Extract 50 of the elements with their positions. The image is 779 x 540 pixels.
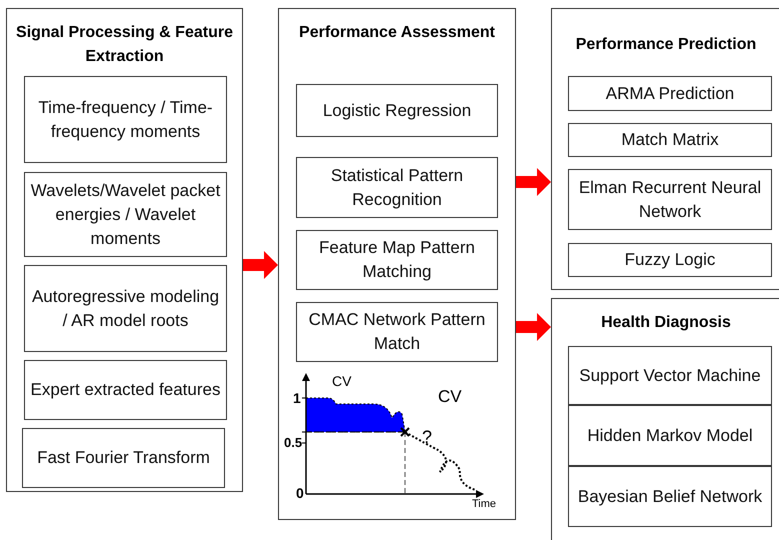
method-label: Support Vector Machine xyxy=(579,364,761,386)
panel-title: Performance Prediction xyxy=(574,35,758,55)
panel-title: Signal Processing & Feature Extraction xyxy=(15,23,234,67)
method-label: Logistic Regression xyxy=(322,100,472,122)
method-label: Expert extracted features xyxy=(30,379,220,401)
method-label: Feature Map Pattern Matching xyxy=(318,237,476,283)
method-label: Wavelets/Wavelet packet energies / Wavelet moments xyxy=(30,180,222,250)
method-box xyxy=(24,360,227,420)
method-box xyxy=(296,302,498,362)
method-box xyxy=(24,265,227,352)
block-arrow xyxy=(243,251,278,279)
method-box xyxy=(22,428,225,488)
panel-title: Health Diagnosis xyxy=(600,313,732,333)
method-box xyxy=(296,230,498,290)
method-label: Elman Recurrent Neural Network xyxy=(578,176,762,222)
method-box xyxy=(296,157,498,218)
method-box xyxy=(568,169,772,230)
method-label: Hidden Markov Model xyxy=(587,424,753,446)
method-box xyxy=(568,346,772,405)
group-panel xyxy=(278,8,516,520)
method-label: ARMA Prediction xyxy=(606,82,734,104)
method-box xyxy=(568,466,772,527)
block-arrow xyxy=(516,313,551,341)
method-label: Autoregressive modeling / AR model roots xyxy=(30,286,220,332)
method-box xyxy=(568,76,772,111)
chart-label: 0 xyxy=(296,486,304,500)
chart-label: CV xyxy=(332,374,352,388)
chart-label: CV xyxy=(438,388,462,405)
group-panel xyxy=(551,298,779,540)
chart-label: ? xyxy=(422,428,432,446)
chart-label: 1 xyxy=(293,391,301,405)
method-label: Bayesian Belief Network xyxy=(578,486,762,508)
method-box xyxy=(24,76,227,163)
method-box xyxy=(568,123,772,157)
chart-label: 0.5 xyxy=(284,436,302,449)
method-box xyxy=(24,172,227,257)
block-arrow xyxy=(516,168,551,196)
method-label: Time-frequency / Time-frequency moments xyxy=(37,96,214,142)
group-panel xyxy=(551,8,779,290)
panel-title: Performance Assessment xyxy=(298,23,496,43)
chart-label: Time xyxy=(472,499,496,510)
method-box xyxy=(568,405,772,466)
method-label: Fast Fourier Transform xyxy=(37,447,210,469)
method-label: Match Matrix xyxy=(621,129,719,151)
method-box xyxy=(296,84,498,137)
method-box xyxy=(568,243,772,277)
group-panel xyxy=(6,8,243,492)
method-label: CMAC Network Pattern Match xyxy=(308,309,486,355)
method-label: Fuzzy Logic xyxy=(624,249,716,271)
method-label: Statistical Pattern Recognition xyxy=(330,164,464,210)
